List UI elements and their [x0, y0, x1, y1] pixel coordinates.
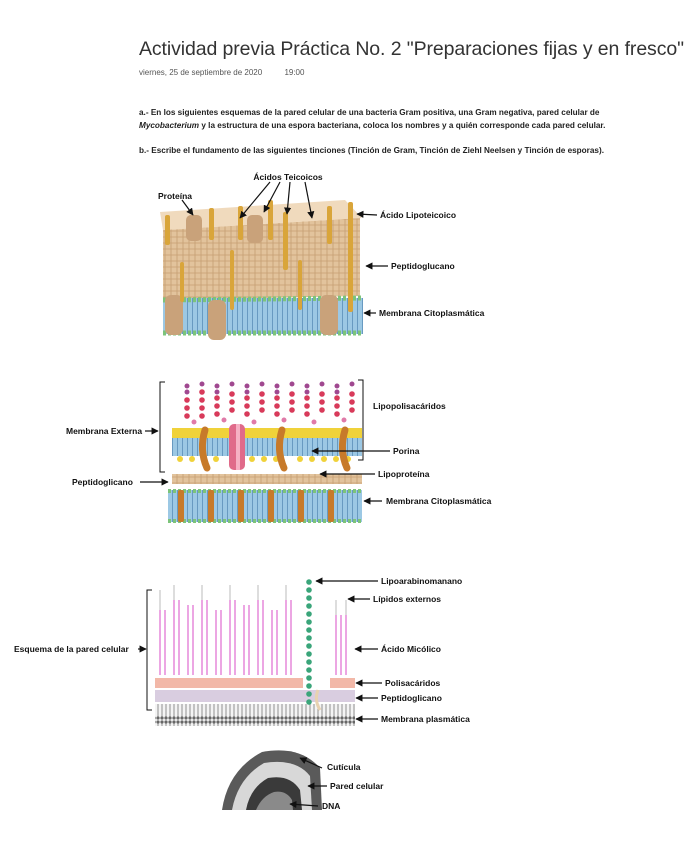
myco-polysaccharides [155, 678, 303, 688]
myco-peptidoglycan [155, 690, 355, 702]
label-gn-membrana: Membrana Citoplasmática [386, 496, 492, 506]
label-gp-membrana: Membrana Citoplasmática [379, 308, 485, 318]
label-lipidos-externos: Lípidos externos [373, 594, 441, 604]
gp-protein [320, 295, 338, 335]
gn-outer-leaflet [172, 428, 362, 438]
label-lipoproteina: Lipoproteína [378, 469, 430, 479]
gn-peptidoglycan-layer [172, 474, 362, 484]
page-time: 19:00 [284, 68, 305, 77]
instruction-b: b.- Escribe el fundamento de las siguien… [139, 146, 604, 155]
label-myco-membrana: Membrana plasmática [381, 714, 470, 724]
mycobacterium-diagram: Lipoarabinomanano Lípidos externos Esque… [14, 576, 470, 726]
instruction-a: a.- En los siguientes esquemas de la par… [139, 106, 649, 132]
gn-lps-chains [184, 381, 355, 425]
gp-teichoic-acids [165, 200, 353, 312]
label-polisacaridos: Polisacáridos [385, 678, 441, 688]
label-porina: Porina [393, 446, 420, 456]
label-gp-peptidoglucano: Peptidoglucano [391, 261, 455, 271]
myco-lipoarabinomannan [306, 579, 312, 705]
label-proteina: Proteína [158, 191, 192, 201]
label-lipopolisacaridos: Lipopolisacáridos [373, 401, 446, 411]
label-myco-peptidoglicano: Peptidoglicano [381, 693, 442, 703]
label-dna: DNA [322, 801, 340, 811]
gp-protein [165, 295, 183, 335]
label-lipoarabinomanano: Lipoarabinomanano [381, 576, 462, 586]
page-date: viernes, 25 de septiembre de 2020 [139, 68, 263, 77]
instruction-a-suffix: y la estructura de una espora bacteriana… [201, 121, 606, 130]
label-pared-celular: Pared celular [330, 781, 384, 791]
label-esquema-pared: Esquema de la pared celular [14, 644, 129, 654]
spore-diagram: Cutícula Pared celular DNA [222, 750, 384, 811]
label-acido-micolico: Ácido Micólico [381, 644, 441, 654]
myco-mycolic-acids [159, 600, 347, 675]
myco-plasma-membrane [155, 704, 355, 726]
label-gn-peptidoglicano: Peptidoglicano [72, 477, 133, 487]
gram-negative-diagram: Lipopolisacáridos Membrana Externa Porin… [66, 379, 492, 523]
page-meta: viernes, 25 de septiembre de 2020 19:00 [139, 68, 304, 77]
label-cuticula: Cutícula [327, 762, 361, 772]
label-membrana-externa: Membrana Externa [66, 426, 142, 436]
instruction-a-italic: Mycobacterium [139, 121, 200, 130]
gp-protein [208, 300, 226, 340]
page-title: Actividad previa Práctica No. 2 "Prepara… [139, 38, 684, 60]
label-acidos-teicoicos: Ácidos Teicoicos [253, 172, 323, 182]
label-acido-lipoteicoico: Ácido Lipoteicoico [380, 210, 456, 220]
gp-protein [186, 215, 202, 241]
gp-protein [247, 215, 263, 243]
gram-positive-diagram: Ácidos Teicoicos Proteína Ácido Lipoteic… [158, 172, 485, 340]
figures-canvas: Ácidos Teicoicos Proteína Ácido Lipoteic… [14, 172, 492, 811]
instruction-a-prefix: a.- En los siguientes esquemas de la par… [139, 108, 600, 117]
